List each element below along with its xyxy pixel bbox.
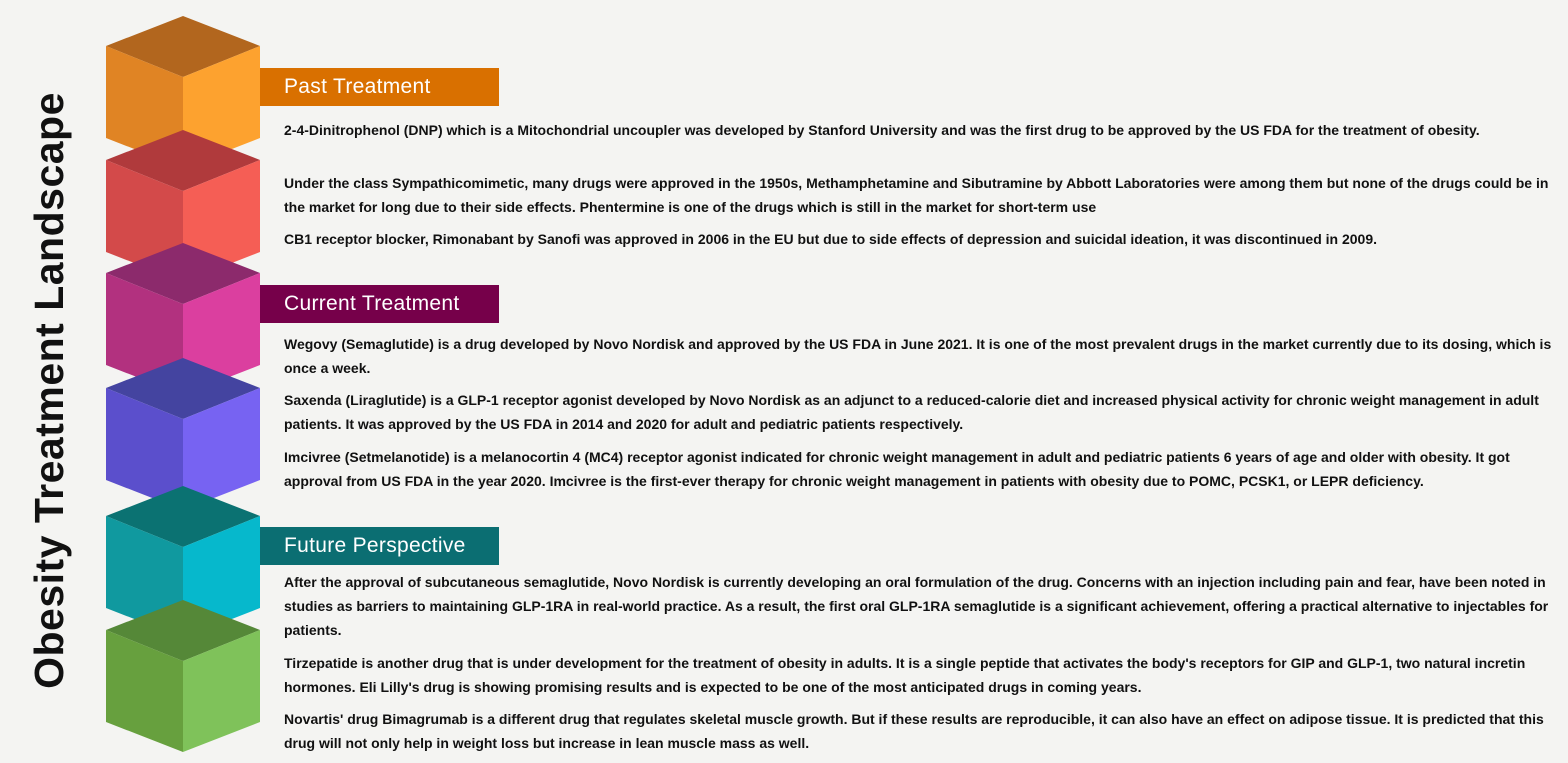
past-treatment-header-label: Past Treatment bbox=[284, 75, 431, 98]
cube-icon bbox=[106, 358, 260, 510]
future-perspective-header: Future Perspective bbox=[260, 527, 499, 565]
past-paragraph-2: Under the class Sympathicomimetic, many … bbox=[284, 175, 1549, 215]
past-paragraph-3: CB1 receptor blocker, Rimonabant by Sano… bbox=[284, 231, 1378, 247]
cube-icon bbox=[106, 243, 260, 395]
future-paragraph-2: Tirzepatide is another drug that is unde… bbox=[284, 655, 1526, 695]
red-cube bbox=[106, 130, 260, 286]
future-paragraph-1: After the approval of subcutaneous semag… bbox=[284, 574, 1549, 638]
current-paragraph-3: Imcivree (Setmelanotide) is a melanocort… bbox=[284, 449, 1510, 489]
magenta-cube bbox=[106, 243, 260, 399]
past-treatment-header: Past Treatment bbox=[260, 68, 499, 106]
current-treatment-header: Current Treatment bbox=[260, 285, 499, 323]
purple-cube bbox=[106, 358, 260, 514]
past-paragraph-1: 2-4-Dinitrophenol (DNP) which is a Mitoc… bbox=[284, 122, 1480, 138]
diagram-title: Obesity Treatment Landscape bbox=[24, 92, 74, 689]
cube-icon bbox=[106, 600, 260, 752]
current-paragraph-1: Wegovy (Semaglutide) is a drug developed… bbox=[284, 336, 1552, 376]
cube-icon bbox=[106, 130, 260, 282]
future-paragraph-3: Novartis' drug Bimagrumab is a different… bbox=[284, 711, 1544, 751]
diagram-title-text: Obesity Treatment Landscape bbox=[25, 91, 72, 689]
future-perspective-header-label: Future Perspective bbox=[284, 534, 466, 557]
current-paragraph-2: Saxenda (Liraglutide) is a GLP-1 recepto… bbox=[284, 392, 1539, 432]
current-treatment-header-label: Current Treatment bbox=[284, 292, 460, 315]
green-cube bbox=[106, 600, 260, 756]
